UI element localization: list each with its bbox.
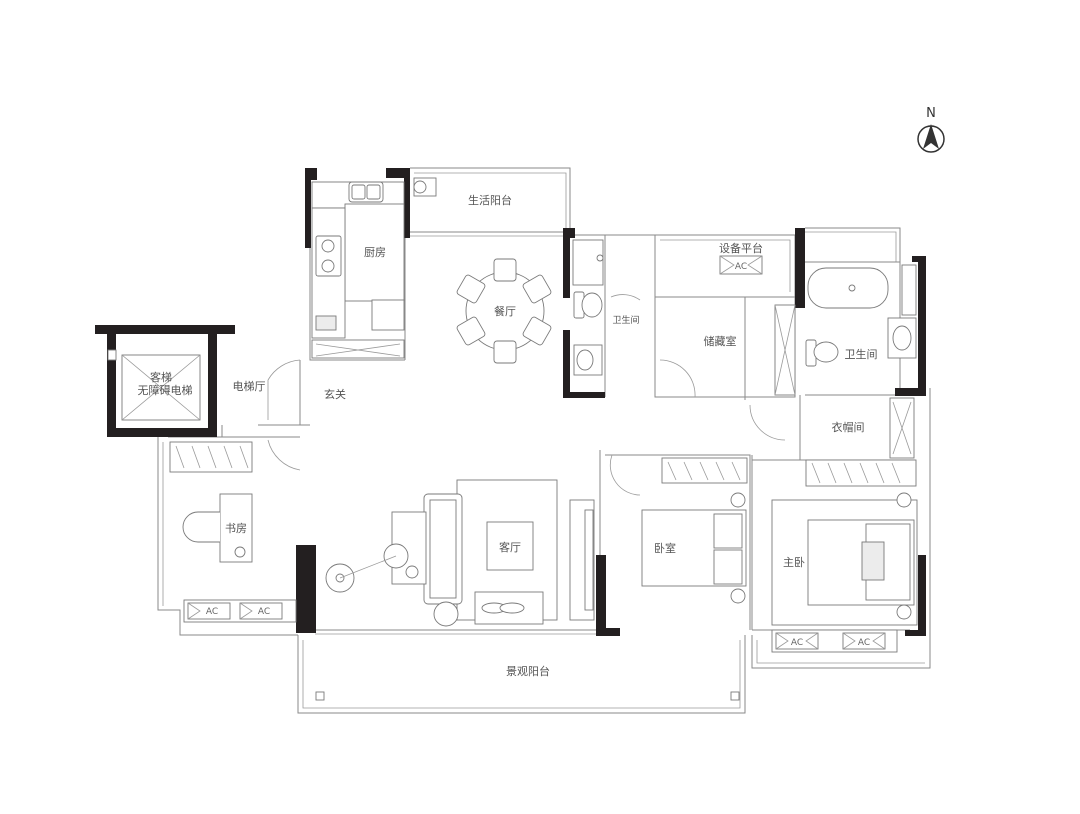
small-bath-fixtures [572, 239, 604, 376]
room-label-storage: 储藏室 [704, 334, 737, 348]
outer-outlines [157, 167, 931, 714]
ac-label: AC [206, 607, 218, 617]
room-label-living-balcony: 生活阳台 [468, 193, 512, 207]
room-label-study: 书房 [225, 522, 247, 535]
study-ac-units: AC AC [183, 599, 297, 623]
coffee-table-icon [486, 521, 534, 571]
room-label-kitchen: 厨房 [364, 246, 386, 259]
bedroom-furniture [641, 457, 748, 604]
room-label-bathroom-master: 卫生间 [845, 347, 878, 361]
room-label-entrance: 玄关 [324, 387, 346, 401]
ac-label: AC [858, 638, 870, 648]
elevator-car [107, 349, 201, 421]
ac-label: AC [735, 262, 747, 272]
door-swings [267, 294, 786, 496]
room-label-dining: 餐厅 [494, 304, 516, 318]
dining-table-set [456, 258, 552, 364]
room-label-bathroom-small: 卫生间 [612, 314, 639, 326]
equipment-ac: AC [719, 255, 763, 275]
balcony-posts [315, 691, 740, 701]
north-arrow: N [917, 106, 945, 153]
room-label-elevator-line1: 客梯 [150, 370, 172, 384]
room-label-elevator-line2: 无障碍电梯 [138, 383, 193, 397]
bathtub-icon [807, 267, 889, 309]
room-label-view-balcony: 景观阳台 [506, 664, 550, 678]
room-label-bedroom: 卧室 [654, 541, 676, 555]
room-label-cloakroom: 衣帽间 [832, 420, 865, 434]
living-room-furniture [325, 479, 595, 627]
ac-label: AC [258, 607, 270, 617]
master-ac-units: AC AC [771, 629, 898, 653]
room-label-living-room: 客厅 [499, 540, 521, 554]
ac-label: AC [791, 638, 803, 648]
cloakroom-wardrobes [805, 397, 917, 487]
room-labels: 生活阳台 厨房 餐厅 设备平台 卫生间 储藏室 卫生间 电梯厅 玄关 客梯 无障… [138, 193, 878, 678]
room-label-master-bedroom: 主卧 [783, 556, 805, 569]
thick-walls [95, 168, 926, 636]
storage-shelves [774, 304, 796, 396]
kitchen-fixtures [311, 177, 437, 359]
study-furniture [169, 441, 253, 563]
room-label-equipment-platform: 设备平台 [719, 241, 763, 255]
master-bedroom-furniture [771, 492, 918, 626]
north-label: N [926, 106, 936, 121]
master-bath-fixtures [805, 264, 917, 367]
room-label-elevator-hall: 电梯厅 [233, 380, 266, 393]
compass-arrow-icon [923, 124, 939, 149]
